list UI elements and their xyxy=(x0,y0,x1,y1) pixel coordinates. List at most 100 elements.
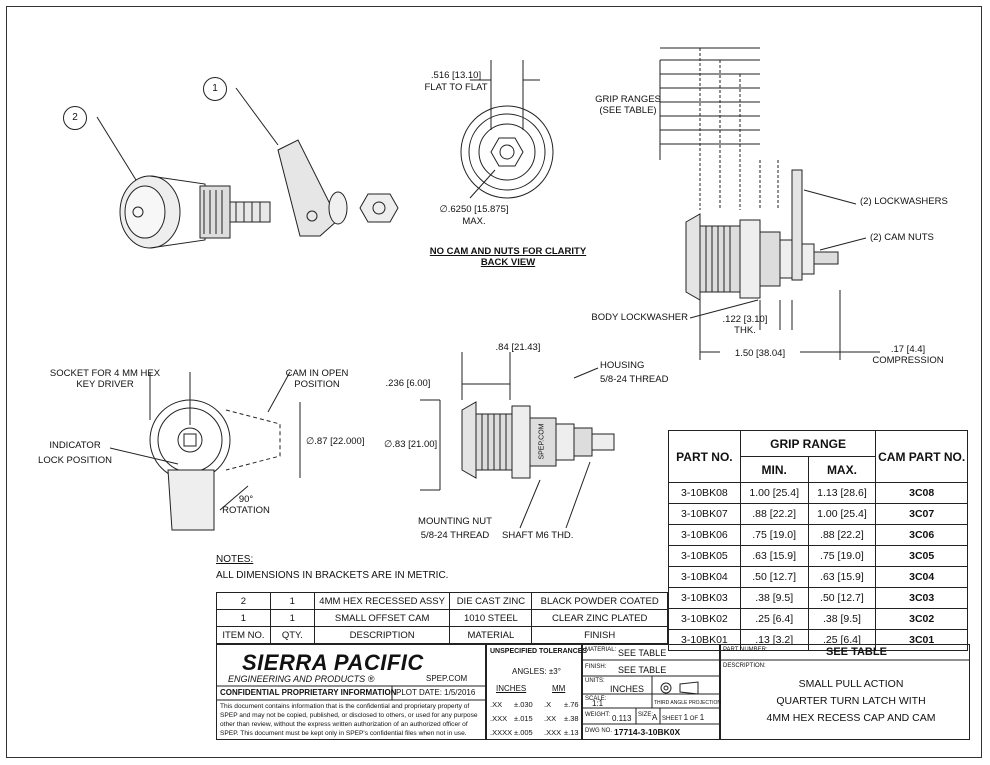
dwg-no-label: DWG NO. xyxy=(585,728,612,734)
head-cam-part: CAM PART NO. xyxy=(875,430,968,483)
len84-label: .84 [21.43] xyxy=(495,342,541,353)
rotation-caption: ROTATION xyxy=(222,505,270,516)
tolerances-title: UNSPECIFIED TOLERANCES xyxy=(490,648,588,655)
units-value: INCHES xyxy=(610,684,645,694)
part-description: SMALL PULL ACTION QUARTER TURN LATCH WIT… xyxy=(766,678,936,724)
weight-label: WEIGHT: xyxy=(585,712,610,718)
units-label: UNITS: xyxy=(585,678,605,684)
bom-table: 2 1 4MM HEX RECESSED ASSY DIE CAST ZINC … xyxy=(216,592,668,644)
lockwashers-label: (2) LOCKWASHERS xyxy=(860,196,948,207)
front-dia-label: ∅.87 [22.000] xyxy=(306,436,365,447)
tolerance-block xyxy=(486,644,582,740)
tolerance-cell: ±.13 xyxy=(564,728,579,737)
grip-max: 1.00 [25.4] xyxy=(807,503,877,525)
back-view-title: BACK VIEW xyxy=(480,257,536,268)
table-header-row: ITEM NO. QTY. DESCRIPTION MATERIAL FINIS… xyxy=(216,626,668,644)
housing-label: HOUSING xyxy=(600,360,645,371)
notes-body: ALL DIMENSIONS IN BRACKETS ARE IN METRIC… xyxy=(216,570,449,581)
weight-value: 0.113 xyxy=(612,714,632,723)
size-label: SIZE: xyxy=(638,712,654,718)
tolerance-cell: .XXXX xyxy=(490,728,513,737)
compression-dim-label: .17 [4.4] xyxy=(890,344,926,355)
table-row: 3-10BK02.25 [6.4].38 [9.5]3C02 xyxy=(668,608,968,630)
grip-cam: 3C01 xyxy=(875,629,968,651)
tolerance-cell: .XXX xyxy=(490,714,508,723)
bom-head-finish: FINISH xyxy=(531,626,668,644)
balloon-1: 1 xyxy=(203,77,227,101)
tolerance-cell: .XX xyxy=(544,714,557,723)
registered-mark: ® xyxy=(367,674,375,684)
tolerance-cell: ±.76 xyxy=(564,700,579,709)
finish-label: FINISH: xyxy=(585,664,607,670)
flat-dim-caption: FLAT TO FLAT xyxy=(424,82,488,93)
grip-min: .13 [3.2] xyxy=(739,629,809,651)
length-dim-label: 1.50 [38.04] xyxy=(720,348,800,359)
table-row: 3-10BK01.13 [3.2].25 [6.4]3C01 xyxy=(668,629,968,651)
company-logo: SIERRA PACIFIC xyxy=(242,650,424,675)
table-row: 3-10BK03.38 [9.5].50 [12.7]3C03 xyxy=(668,587,968,609)
grip-cam: 3C05 xyxy=(875,545,968,567)
dwg-no-value: 17714-3-10BK0X xyxy=(614,727,681,737)
material-block xyxy=(582,644,720,740)
tolerance-cell: ±.005 xyxy=(514,728,533,737)
finish-value: SEE TABLE xyxy=(618,665,667,675)
tolerance-inches-head: INCHES xyxy=(496,684,527,693)
compression-caption: COMPRESSION xyxy=(872,355,944,366)
company-subtitle: ENGINEERING AND PRODUCTS ® xyxy=(228,674,375,684)
table-row: 3-10BK04.50 [12.7].63 [15.9]3C04 xyxy=(668,566,968,588)
tolerance-cell: ±.030 xyxy=(514,700,533,709)
back-dia-label: ∅.6250 [15.875] xyxy=(439,204,509,215)
grip-cam: 3C04 xyxy=(875,566,968,588)
bom-head-desc: DESCRIPTION xyxy=(313,626,451,644)
len236-label: .236 [6.00] xyxy=(385,378,431,389)
socket-caption: KEY DRIVER xyxy=(76,379,134,390)
grip-part: 3-10BK04 xyxy=(668,566,741,588)
confidential-label: CONFIDENTIAL PROPRIETARY INFORMATION xyxy=(220,688,397,697)
tolerance-cell: .XX xyxy=(490,700,503,709)
projection-label: THIRD ANGLE PROJECTION xyxy=(654,700,721,706)
grip-ranges-label: GRIP RANGES xyxy=(595,94,661,105)
grip-max: .25 [6.4] xyxy=(807,629,877,651)
thk-dim-label: .122 [3.10] xyxy=(722,314,768,325)
tolerance-cell: .XXX xyxy=(544,728,562,737)
drawing-sheet xyxy=(6,6,982,758)
grip-max: .75 [19.0] xyxy=(807,545,877,567)
plot-date: PLOT DATE: 1/5/2016 xyxy=(396,688,476,697)
scale-value: 1:1 xyxy=(592,699,604,708)
back-view-icon xyxy=(460,60,554,199)
tolerance-cell: ±.015 xyxy=(514,714,533,723)
flat-dim-label: .516 [13.10] xyxy=(430,70,482,81)
shaft-label: SHAFT M6 THD. xyxy=(502,530,574,541)
tolerance-cell: .X xyxy=(544,700,552,709)
confidential-disclaimer: This document contains information that … xyxy=(220,703,478,737)
tolerance-angles: ANGLES: ±3° xyxy=(512,667,561,676)
company-website[interactable]: SPEP.COM xyxy=(426,674,468,683)
sheet-info: SHEET 1 OF 1 xyxy=(662,713,705,722)
iso-knob-icon xyxy=(119,175,271,249)
cam-open-label: CAM IN OPEN xyxy=(285,368,349,379)
housing-caption: 5/8-24 THREAD xyxy=(600,374,669,385)
bom-head-qty: QTY. xyxy=(269,626,315,644)
mounting-nut-label: MOUNTING NUT xyxy=(418,516,492,527)
grip-max: .88 [22.2] xyxy=(807,524,877,546)
grip-min: 1.00 [25.4] xyxy=(739,482,809,504)
grip-min: .50 [12.7] xyxy=(739,566,809,588)
grip-min: .38 [9.5] xyxy=(739,587,809,609)
tolerance-mm-head: MM xyxy=(552,684,566,693)
material-label: MATERIAL: xyxy=(585,647,617,653)
back-view-note: NO CAM AND NUTS FOR CLARITY xyxy=(429,246,587,257)
side-view-icon xyxy=(659,47,880,360)
body-lockwasher-label: BODY LOCKWASHER xyxy=(591,312,688,323)
description-block xyxy=(720,644,970,740)
grip-max: .63 [15.9] xyxy=(807,566,877,588)
grip-part: 3-10BK02 xyxy=(668,608,741,630)
table-row: 3-10BK06.75 [19.0].88 [22.2]3C06 xyxy=(668,524,968,546)
balloon-2: 2 xyxy=(63,106,87,130)
grip-min: .63 [15.9] xyxy=(739,545,809,567)
front-view-icon xyxy=(109,371,301,531)
material-value: SEE TABLE xyxy=(618,648,667,658)
grip-part: 3-10BK07 xyxy=(668,503,741,525)
mounting-nut-caption: 5/8-24 THREAD xyxy=(420,530,490,541)
